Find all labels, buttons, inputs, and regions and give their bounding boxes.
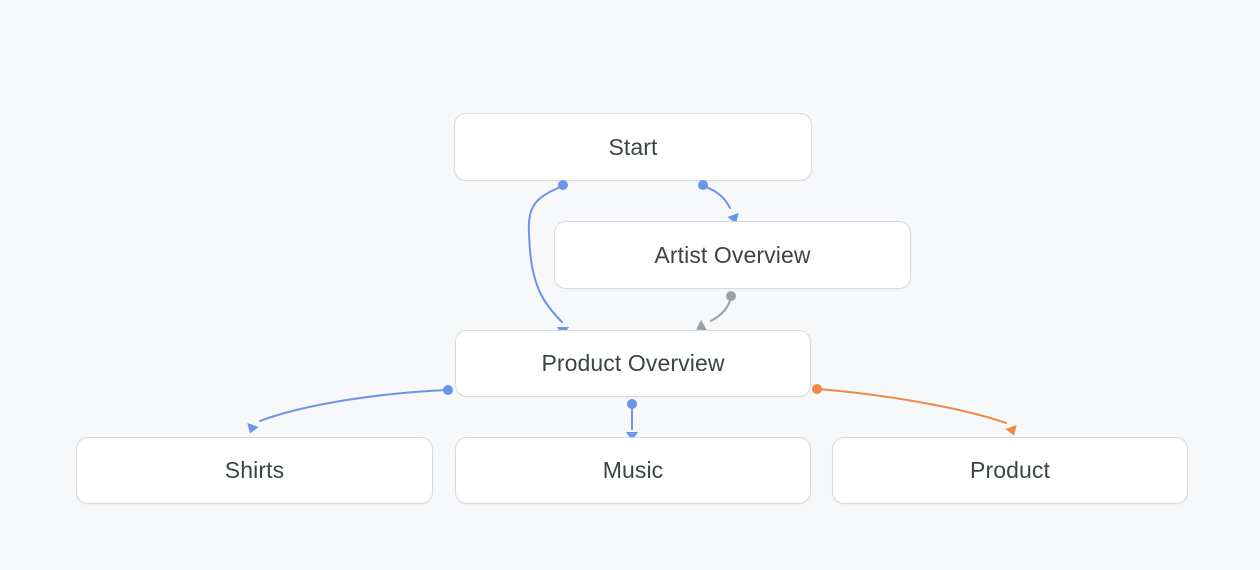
node-label-product-overview: Product Overview: [541, 350, 725, 376]
connection-handle-h-po-bottom[interactable]: [627, 399, 637, 409]
connection-handle-h-artist-out[interactable]: [726, 291, 736, 301]
node-product-overview[interactable]: Product Overview: [455, 330, 811, 397]
edge-product-overview-shirts-line: [259, 389, 448, 422]
connection-handle-h-start-left[interactable]: [558, 180, 568, 190]
node-product[interactable]: Product: [832, 437, 1188, 504]
edge-start-artist-overview[interactable]: [702, 185, 742, 226]
edge-product-overview-shirts[interactable]: [244, 389, 448, 436]
node-label-artist-overview: Artist Overview: [654, 241, 811, 268]
edge-product-overview-product[interactable]: [817, 388, 1020, 438]
edge-product-overview-shirts-arrowhead-icon: [247, 422, 259, 434]
node-label-product: Product: [970, 457, 1050, 483]
edge-product-overview-product-line: [817, 388, 1007, 424]
connection-handle-h-po-right[interactable]: [812, 384, 822, 394]
edge-product-overview-music[interactable]: [626, 404, 638, 441]
node-label-shirts: Shirts: [224, 457, 285, 483]
edge-product-overview-product-arrowhead-icon: [1005, 424, 1017, 436]
node-label-start: Start: [608, 133, 658, 160]
node-shirts[interactable]: Shirts: [76, 437, 433, 504]
node-music[interactable]: Music: [455, 437, 811, 504]
edge-start-artist-overview-line: [702, 185, 731, 209]
node-label-music: Music: [602, 457, 664, 483]
connection-handle-h-start-right[interactable]: [698, 180, 708, 190]
connection-handle-h-po-left[interactable]: [443, 385, 453, 395]
node-start[interactable]: Start: [454, 113, 812, 181]
node-artist-overview[interactable]: Artist Overview: [554, 221, 911, 289]
edge-artist-overview-product-overview-line: [710, 296, 732, 322]
